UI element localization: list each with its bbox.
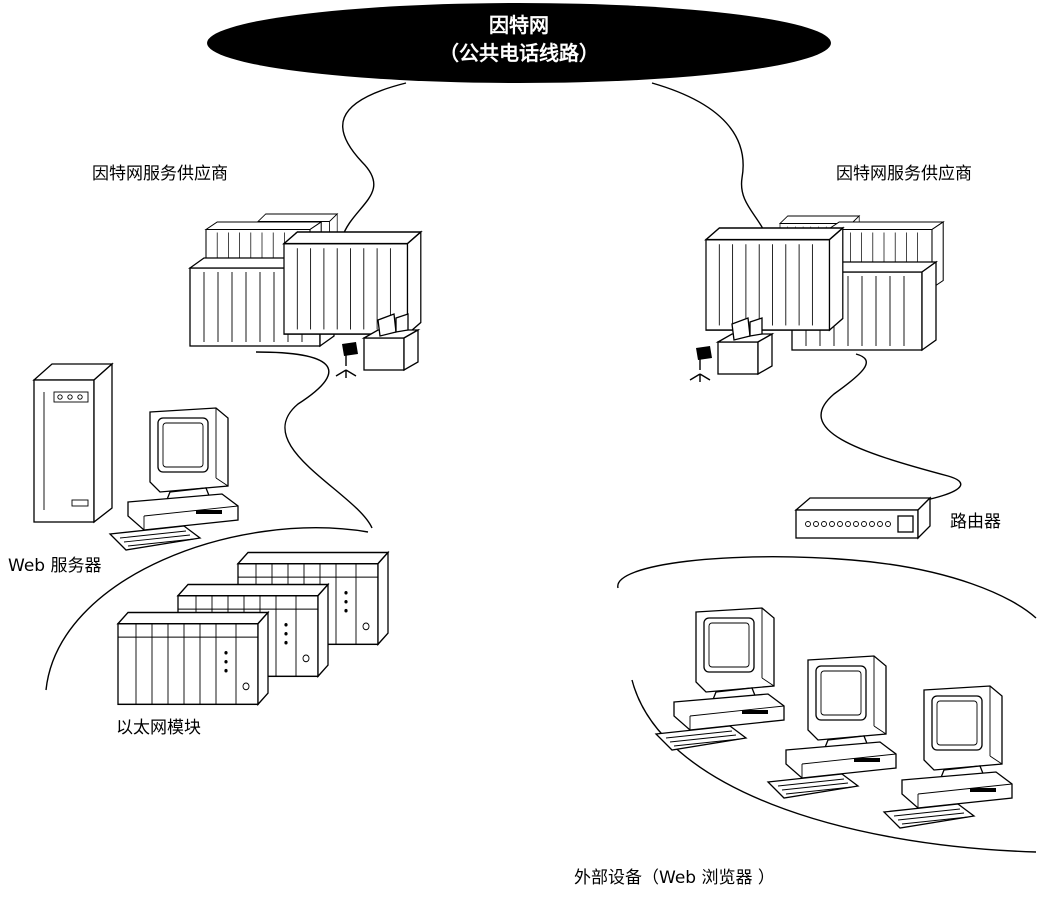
web-server-pc-icon <box>109 407 239 551</box>
isp-left-label: 因特网服务供应商 <box>92 164 228 184</box>
router-label: 路由器 <box>950 512 1001 532</box>
browser-pc-icon <box>767 655 897 799</box>
web-server-label: Web 服务器 <box>8 556 102 576</box>
link-internet-isp-right <box>651 82 769 241</box>
link-isp-right-router <box>820 353 962 509</box>
external-devices-label: 外部设备（Web 浏览器 ） <box>574 868 775 888</box>
link-isp-left-lan <box>255 351 373 529</box>
lan-left-arc <box>45 527 369 691</box>
internet-cloud-icon <box>207 3 831 83</box>
browser-pc-icon <box>883 685 1013 829</box>
browser-pc-icon <box>655 607 785 751</box>
ethernet-module-label: 以太网模块 <box>116 718 201 738</box>
internet-subtitle: （公共电话线路） <box>439 41 599 65</box>
internet-title: 因特网 <box>489 13 549 37</box>
lan-right-arc-bottom <box>631 679 1037 853</box>
link-internet-isp-left <box>341 82 407 239</box>
web-server-tower-icon <box>32 362 114 524</box>
plc-rack-icon <box>117 611 269 706</box>
router-icon <box>794 496 932 540</box>
isp-right-label: 因特网服务供应商 <box>836 164 972 184</box>
lan-right-arc-top <box>617 556 1037 619</box>
